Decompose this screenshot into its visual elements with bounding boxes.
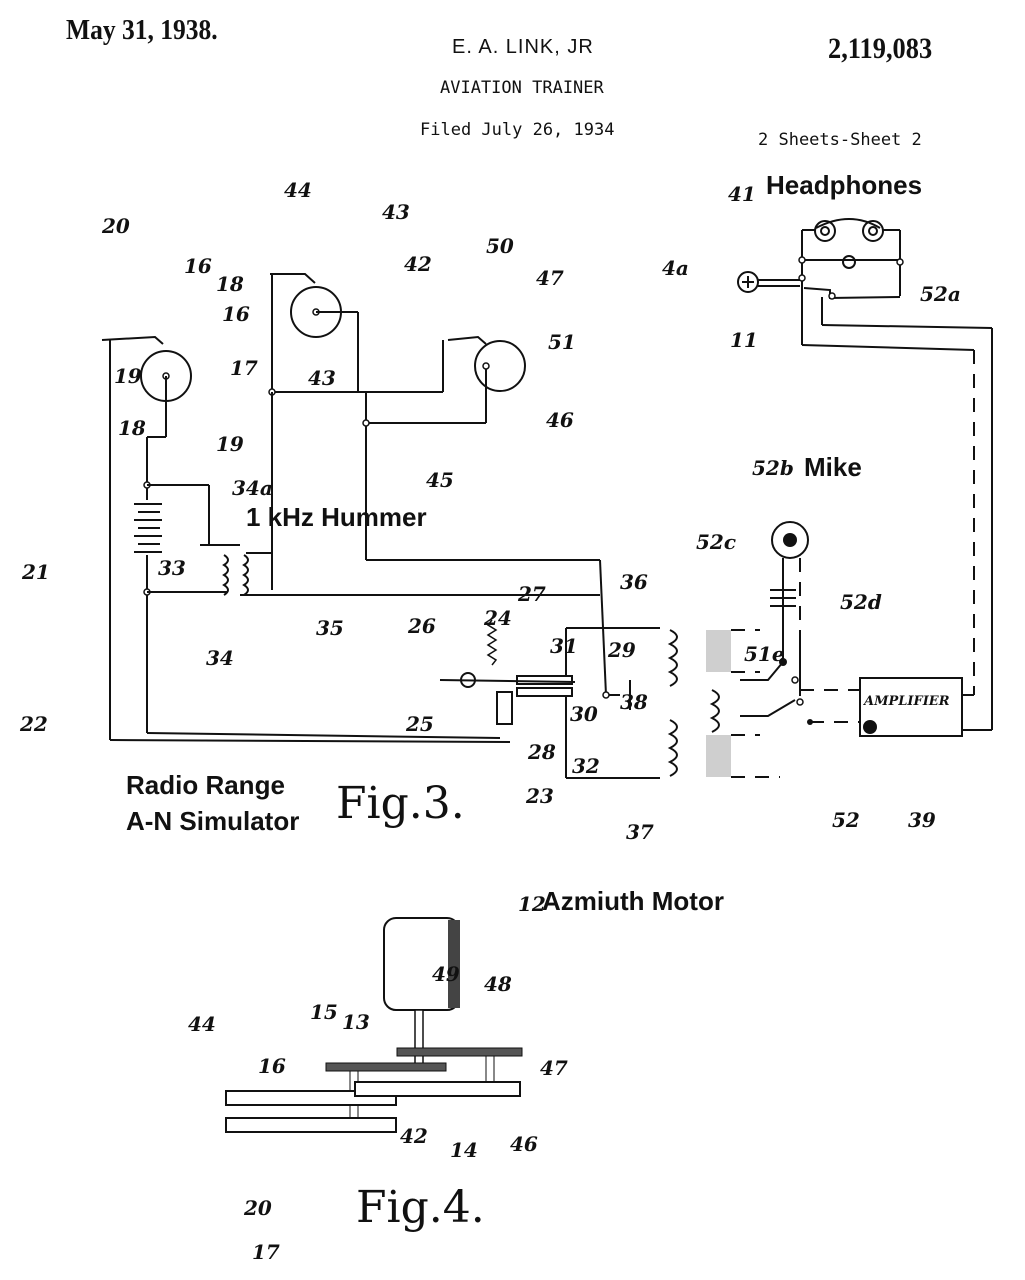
ref-numeral: 52 bbox=[832, 808, 860, 832]
ref-numeral: 43 bbox=[382, 200, 410, 224]
ref-numeral: 26 bbox=[408, 614, 436, 638]
radio-range-label: Radio Range bbox=[126, 770, 285, 800]
ref-numeral: 52a bbox=[920, 282, 961, 306]
relay-assembly bbox=[439, 619, 660, 779]
gear-49 bbox=[396, 1047, 523, 1057]
inventor-name: E. A. LINK, JR bbox=[452, 36, 594, 58]
ref-numeral: 49 bbox=[432, 962, 460, 986]
ref-numeral: 14 bbox=[450, 1138, 478, 1162]
ref-numeral: 51e bbox=[744, 642, 785, 666]
ref-numeral: 34a bbox=[232, 476, 273, 500]
arm-46 bbox=[354, 1081, 521, 1097]
disc-17 bbox=[101, 335, 192, 740]
ref-numeral: 43 bbox=[308, 366, 336, 390]
ref-numeral: 16 bbox=[184, 254, 212, 278]
ref-numeral: 18 bbox=[118, 416, 146, 440]
ref-numeral: 50 bbox=[486, 234, 514, 258]
ref-numeral: 16 bbox=[222, 302, 250, 326]
patent-number: 2,119,083 bbox=[828, 32, 933, 65]
ref-numeral: 24 bbox=[484, 606, 512, 630]
ref-numeral: 47 bbox=[540, 1056, 568, 1080]
arm-20 bbox=[225, 1117, 397, 1133]
ref-numeral: 13 bbox=[342, 1010, 370, 1034]
ref-numeral: 42 bbox=[400, 1124, 428, 1148]
ref-numeral: 47 bbox=[536, 266, 564, 290]
ref-numeral: 39 bbox=[908, 808, 936, 832]
disc-46 bbox=[447, 335, 526, 392]
ref-numeral: 45 bbox=[426, 468, 454, 492]
azimuth-motor bbox=[383, 917, 460, 1069]
ref-numeral: 33 bbox=[158, 556, 186, 580]
ref-numeral: 52d bbox=[840, 590, 882, 614]
transformer-coils bbox=[602, 629, 780, 778]
amplifier-box bbox=[859, 677, 963, 737]
ref-numeral: 23 bbox=[526, 784, 554, 808]
ref-numeral: 21 bbox=[22, 560, 50, 584]
mike-circuit bbox=[740, 521, 860, 725]
ref-numeral: 11 bbox=[730, 328, 758, 352]
ref-numeral: 41 bbox=[728, 182, 756, 206]
ref-numeral: 17 bbox=[230, 356, 258, 380]
an-simulator-label: A-N Simulator bbox=[126, 806, 300, 836]
ref-numeral: 20 bbox=[102, 214, 130, 238]
ref-numeral: 48 bbox=[484, 972, 512, 996]
ref-numeral: 52b bbox=[752, 456, 794, 480]
hummer-coils bbox=[147, 392, 600, 596]
ref-numeral: 25 bbox=[406, 712, 434, 736]
filed-date: Filed July 26, 1934 bbox=[420, 120, 615, 140]
ref-numeral: 32 bbox=[572, 754, 600, 778]
ref-numeral: 19 bbox=[216, 432, 244, 456]
ref-numeral: 22 bbox=[20, 712, 48, 736]
ref-numeral: 4a bbox=[662, 256, 689, 280]
ref-numeral: 46 bbox=[510, 1132, 538, 1156]
ref-numeral: 17 bbox=[252, 1240, 280, 1264]
ref-numeral: 27 bbox=[518, 582, 546, 606]
ref-numeral: 20 bbox=[244, 1196, 272, 1220]
hummer-label: 1 kHz Hummer bbox=[246, 502, 427, 532]
ref-numeral: 51 bbox=[548, 330, 576, 354]
ref-numeral: 42 bbox=[404, 252, 432, 276]
ref-numeral: 29 bbox=[608, 638, 636, 662]
mike-label: Mike bbox=[804, 452, 862, 482]
ref-numeral: 44 bbox=[284, 178, 312, 202]
ref-numeral: 36 bbox=[620, 570, 648, 594]
ref-numeral: 44 bbox=[188, 1012, 216, 1036]
amplifier-label: AMPLIFIER bbox=[864, 694, 950, 709]
headphones-label: Headphones bbox=[766, 170, 923, 200]
ref-numeral: 28 bbox=[528, 740, 556, 764]
fig4-caption: Fig.4. bbox=[356, 1182, 485, 1233]
battery-21 bbox=[134, 481, 162, 733]
ref-numeral: 34 bbox=[206, 646, 234, 670]
ref-numeral: 31 bbox=[550, 634, 578, 658]
patent-title: AVIATION TRAINER bbox=[440, 78, 604, 98]
ref-numeral: 35 bbox=[316, 616, 344, 640]
ref-numeral: 12 bbox=[518, 892, 546, 916]
ref-numeral: 38 bbox=[620, 690, 648, 714]
ref-numeral: 46 bbox=[546, 408, 574, 432]
ref-numeral: 18 bbox=[216, 272, 244, 296]
patent-date: May 31, 1938. bbox=[66, 14, 218, 46]
gear-14 bbox=[325, 1062, 447, 1072]
ref-numeral: 37 bbox=[626, 820, 654, 844]
ref-numeral: 15 bbox=[310, 1000, 338, 1024]
headphones bbox=[737, 218, 993, 731]
ref-numeral: 30 bbox=[570, 702, 598, 726]
azimuth-motor-label: Azmiuth Motor bbox=[542, 886, 724, 916]
ref-numeral: 52c bbox=[696, 530, 737, 554]
ref-numeral: 16 bbox=[258, 1054, 286, 1078]
fig3-caption: Fig.3. bbox=[336, 778, 465, 829]
ref-numeral: 19 bbox=[114, 364, 142, 388]
arm-44 bbox=[225, 1090, 397, 1106]
sheet-number: 2 Sheets-Sheet 2 bbox=[758, 130, 922, 150]
